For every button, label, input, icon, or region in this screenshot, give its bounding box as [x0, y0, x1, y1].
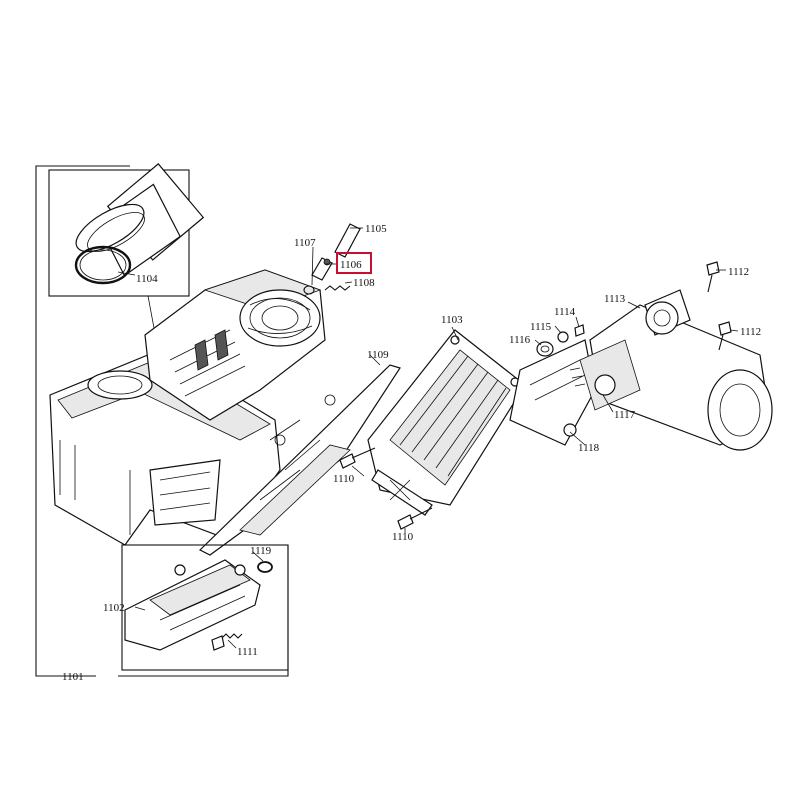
callout-1119: 1119 [250, 545, 272, 557]
leader-lines [134, 227, 739, 649]
callout-1103: 1103 [441, 314, 463, 326]
housing-1101 [49, 269, 326, 546]
callout-1105: 1105 [365, 223, 387, 235]
flap-plate-1109 [198, 364, 401, 556]
callout-1117: 1117 [614, 409, 636, 421]
callout-1106-highlight [336, 252, 372, 274]
callout-1102: 1102 [103, 602, 125, 614]
heater-frame-1103 [367, 329, 526, 516]
small-parts-1105-1108 [303, 223, 361, 295]
mounting-bracket-1118 [509, 339, 596, 446]
callout-1116: 1116 [509, 334, 531, 346]
callout-1114: 1114 [554, 306, 576, 318]
callout-1104: 1104 [136, 273, 158, 285]
callout-1115: 1115 [530, 321, 552, 333]
callout-1109: 1109 [367, 349, 389, 361]
screws-1112 [706, 261, 732, 351]
callout-1113: 1113 [604, 293, 626, 305]
callout-1118: 1118 [578, 442, 600, 454]
callout-1112-top: 1112 [728, 266, 749, 278]
inset-detail-1104 [48, 163, 205, 297]
callout-1111: 1111 [237, 646, 258, 658]
gear-motor-1113 [569, 289, 773, 451]
callout-1108: 1108 [353, 277, 375, 289]
callout-1107: 1107 [294, 237, 316, 249]
callout-1110-left: 1110 [333, 473, 355, 485]
small-parts-1114-1116 [536, 324, 585, 357]
callout-1110-bottom: 1110 [392, 531, 414, 543]
callout-labels: 1101 1102 1103 1104 1105 1106 1107 1108 … [62, 223, 761, 683]
callout-1112-right: 1112 [740, 326, 761, 338]
screws-1110 [339, 447, 433, 530]
callout-1106: 1106 [340, 259, 362, 271]
callout-1101: 1101 [62, 671, 84, 683]
bracket-1102 [121, 544, 289, 671]
